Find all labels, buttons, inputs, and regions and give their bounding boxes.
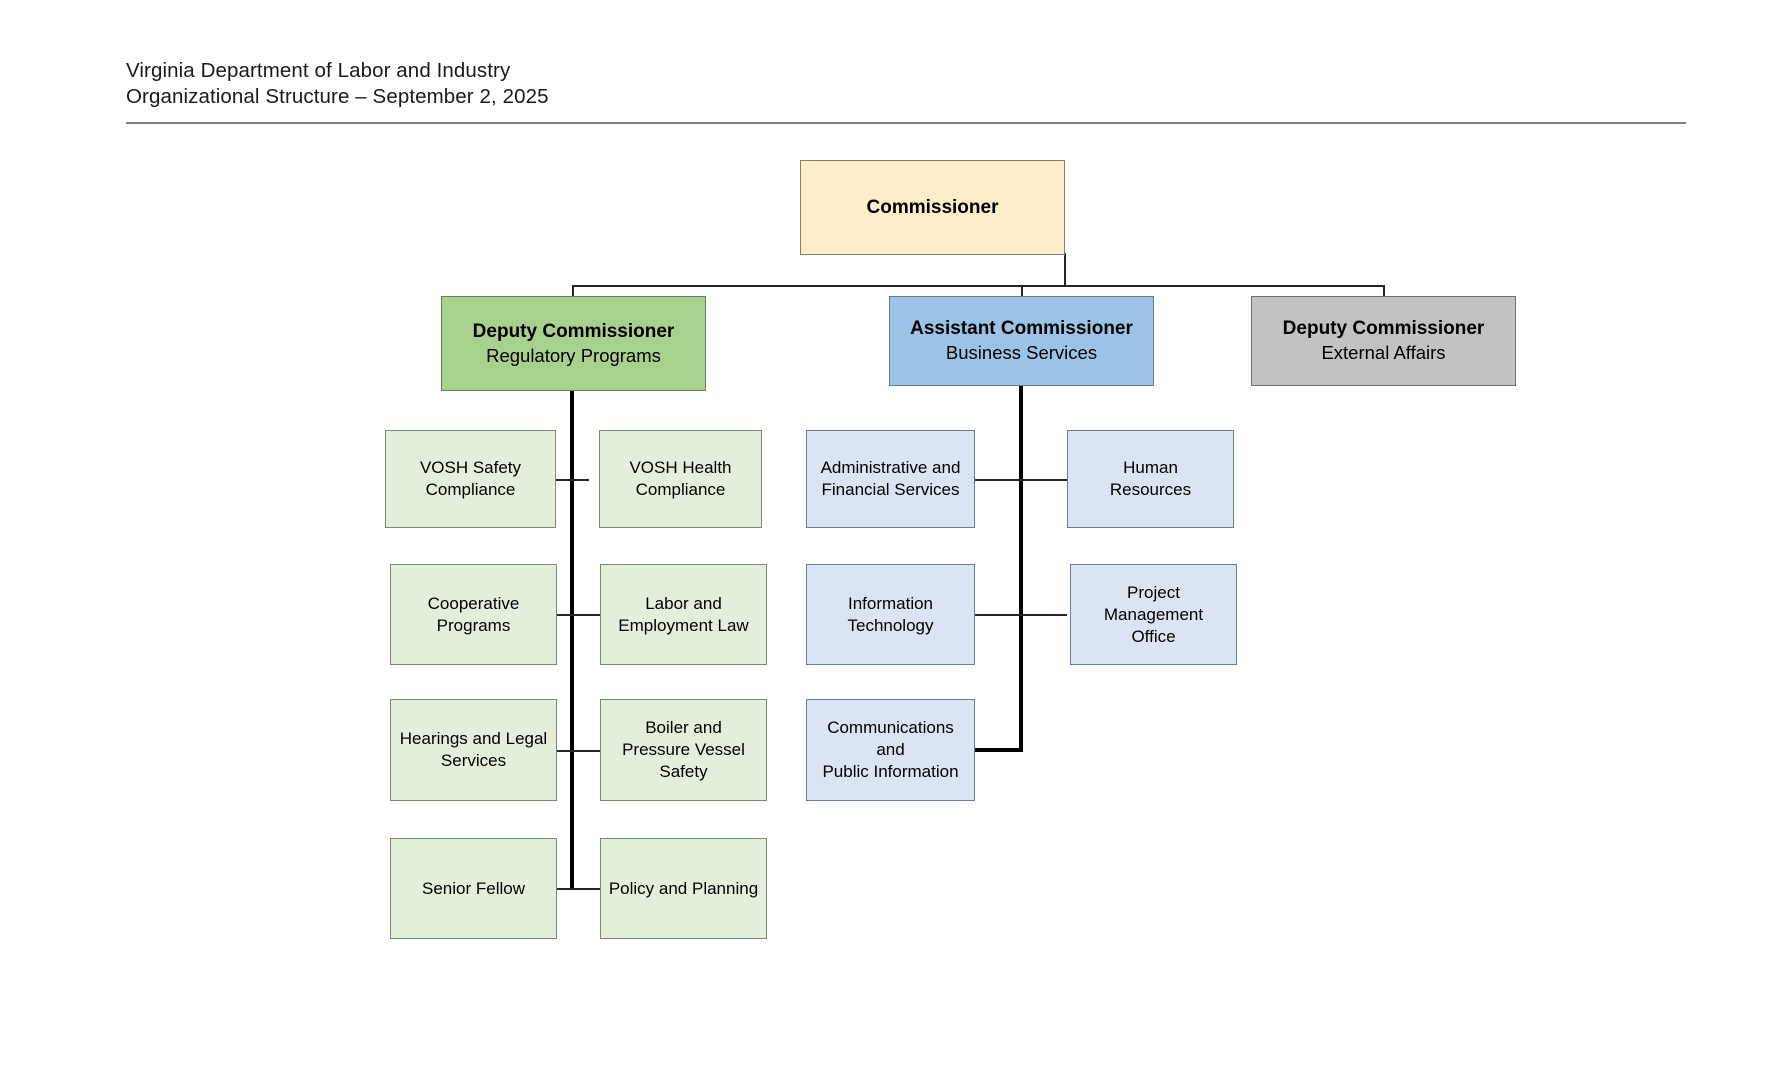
node-boiler-line1: Boiler and xyxy=(645,718,722,737)
node-business-title: Assistant Commissioner xyxy=(910,318,1133,339)
connector-business-row3-left xyxy=(975,748,1023,752)
connector-drop-business xyxy=(1021,285,1023,296)
node-communications-public-information[interactable]: Communications and Public Information xyxy=(806,699,975,801)
node-regulatory-subtitle: Regulatory Programs xyxy=(486,344,661,366)
node-project-management-office[interactable]: Project Management Office xyxy=(1070,564,1237,665)
page-header: Virginia Department of Labor and Industr… xyxy=(126,58,1686,109)
connector-commissioner-stem xyxy=(1064,253,1066,286)
node-admin-financial-line2: Financial Services xyxy=(821,480,960,499)
connector-business-row2-right xyxy=(1021,614,1067,616)
node-external-title: Deputy Commissioner xyxy=(1282,318,1485,339)
node-hearings-line1: Hearings and Legal xyxy=(399,729,548,748)
node-deputy-commissioner-regulatory[interactable]: Deputy Commissioner Regulatory Programs xyxy=(441,296,706,391)
node-senior-fellow[interactable]: Senior Fellow xyxy=(390,838,557,939)
header-divider xyxy=(126,122,1686,124)
connector-business-spine xyxy=(1019,386,1023,750)
header-title-line1: Virginia Department of Labor and Industr… xyxy=(126,59,511,82)
node-hearings-line2: Services xyxy=(440,751,507,770)
node-human-resources-line2: Resources xyxy=(1109,480,1192,499)
node-cooperative-line1: Cooperative xyxy=(427,593,520,613)
node-human-resources-line1: Human xyxy=(1123,458,1178,477)
connector-regulatory-row2-right xyxy=(572,614,600,616)
node-vosh-safety-line2: Compliance xyxy=(425,480,516,499)
connector-regulatory-row4-left xyxy=(556,888,572,890)
node-vosh-safety-line1: VOSH Safety xyxy=(419,458,522,477)
node-labor-law-line2: Employment Law xyxy=(618,615,749,635)
header-title-line2: Organizational Structure – September 2, … xyxy=(126,84,549,108)
node-vosh-health-line1: VOSH Health xyxy=(629,458,732,477)
node-vosh-health-compliance[interactable]: VOSH Health Compliance xyxy=(599,430,762,528)
node-communications-line2: and xyxy=(876,740,905,759)
node-it-line2: Technology xyxy=(847,615,934,635)
node-hearings-legal-services[interactable]: Hearings and Legal Services xyxy=(390,699,557,801)
node-policy-planning[interactable]: Policy and Planning xyxy=(600,838,767,939)
node-information-technology[interactable]: Information Technology xyxy=(806,564,975,665)
node-commissioner[interactable]: Commissioner xyxy=(800,160,1065,255)
node-boiler-line2: Pressure Vessel xyxy=(622,740,745,759)
connector-regulatory-row3-left xyxy=(556,750,572,752)
node-human-resources[interactable]: Human Resources xyxy=(1067,430,1234,528)
node-regulatory-title: Deputy Commissioner xyxy=(472,320,675,342)
node-assistant-commissioner-business[interactable]: Assistant Commissioner Business Services xyxy=(889,296,1154,386)
node-vosh-health-line2: Compliance xyxy=(635,480,726,499)
connector-level1-bus xyxy=(572,285,1385,287)
node-pmo-line2: Management xyxy=(1103,604,1204,624)
connector-regulatory-row3-right xyxy=(572,750,600,752)
connector-regulatory-row4-right xyxy=(572,888,600,890)
node-cooperative-line2: Programs xyxy=(436,615,511,635)
node-pmo-line1: Project xyxy=(1127,582,1180,602)
node-admin-financial-line1: Administrative and xyxy=(820,458,961,477)
connector-drop-external xyxy=(1383,285,1385,296)
node-policy-line1: Policy and Planning xyxy=(608,878,759,898)
node-communications-line1: Communications xyxy=(827,718,954,737)
node-senior-fellow-line1: Senior Fellow xyxy=(422,878,525,898)
node-boiler-line3: Safety xyxy=(659,762,708,781)
connector-regulatory-row2-left xyxy=(556,614,572,616)
node-deputy-commissioner-external[interactable]: Deputy Commissioner External Affairs xyxy=(1251,296,1516,386)
connector-business-row1-right xyxy=(1021,479,1067,481)
connector-regulatory-row1-left xyxy=(556,479,572,481)
node-vosh-safety-compliance[interactable]: VOSH Safety Compliance xyxy=(385,430,556,528)
node-boiler-pressure-vessel-safety[interactable]: Boiler and Pressure Vessel Safety xyxy=(600,699,767,801)
connector-regulatory-spine xyxy=(570,391,574,888)
node-pmo-line3: Office xyxy=(1131,626,1176,646)
node-labor-law-line1: Labor and xyxy=(645,593,722,613)
node-cooperative-programs[interactable]: Cooperative Programs xyxy=(390,564,557,665)
connector-drop-regulatory xyxy=(572,285,574,296)
node-commissioner-title: Commissioner xyxy=(866,196,999,218)
connector-regulatory-row1-right xyxy=(572,479,589,481)
node-external-subtitle: External Affairs xyxy=(1321,342,1446,363)
node-administrative-financial-services[interactable]: Administrative and Financial Services xyxy=(806,430,975,528)
node-communications-line3: Public Information xyxy=(822,762,959,781)
node-labor-employment-law[interactable]: Labor and Employment Law xyxy=(600,564,767,665)
node-it-line1: Information xyxy=(847,593,934,613)
node-business-subtitle: Business Services xyxy=(945,342,1098,363)
connector-business-row2-left xyxy=(975,614,1021,616)
connector-business-row1-left xyxy=(975,479,1021,481)
